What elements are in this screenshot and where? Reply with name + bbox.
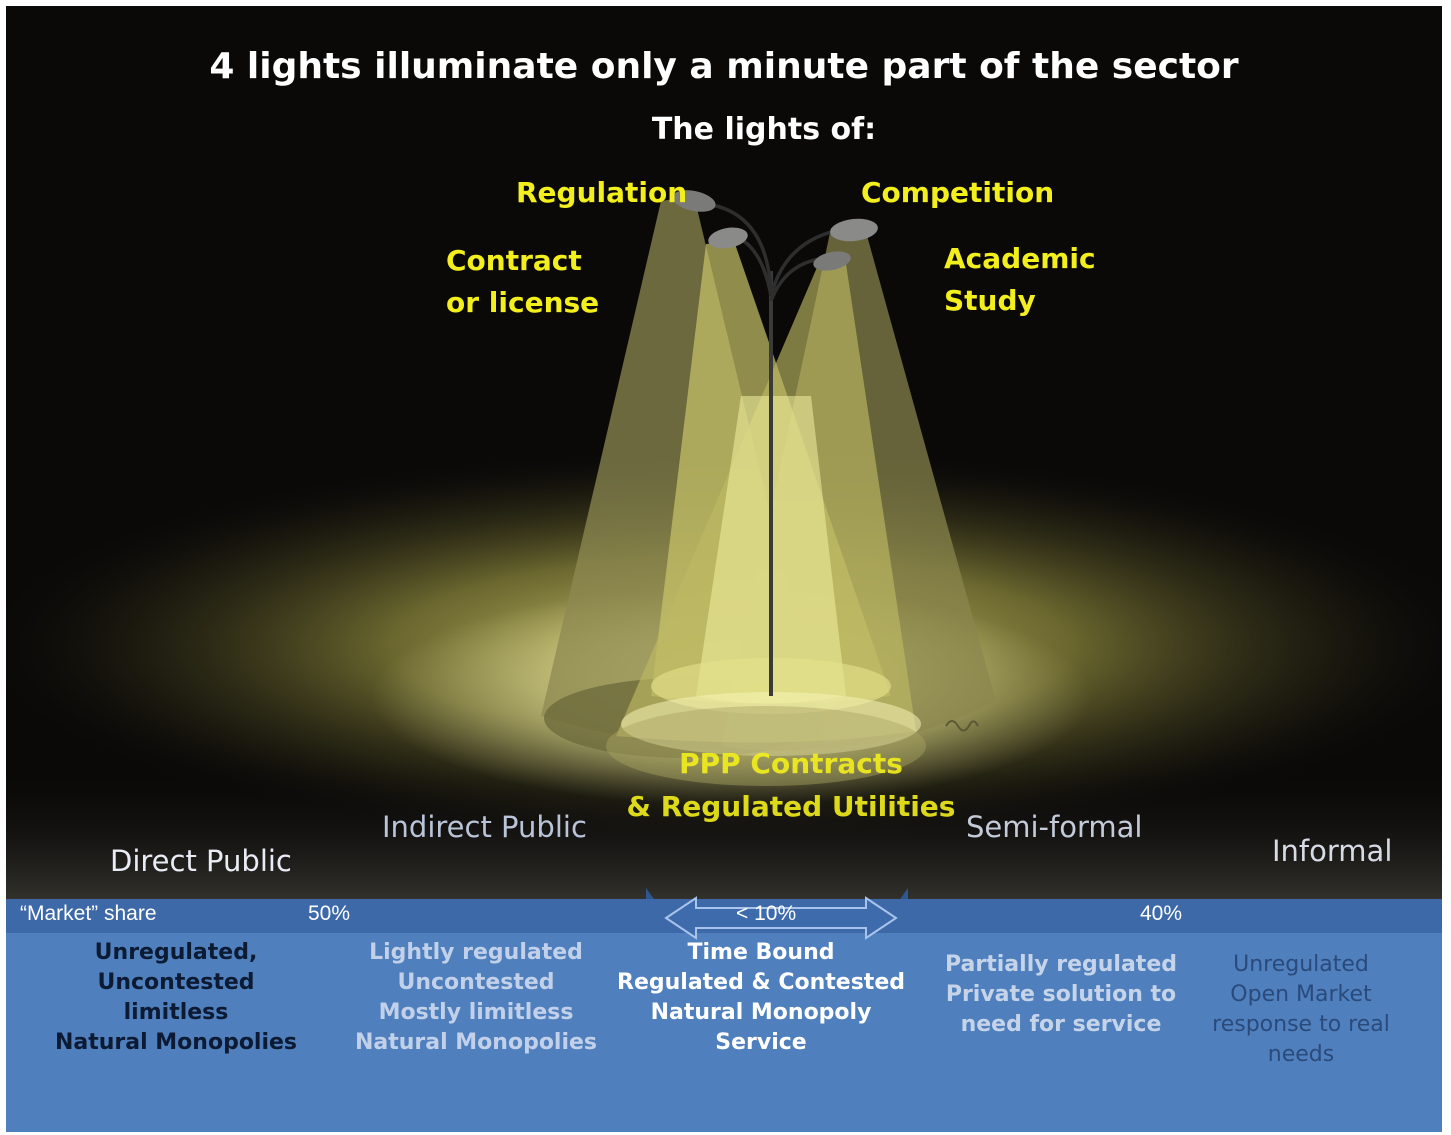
description-line: Private solution to [945, 982, 1177, 1007]
light-label-competition: Competition [861, 176, 1055, 209]
center-double-arrow [664, 896, 898, 940]
light-label-academic: Academic Study [944, 238, 1096, 322]
center-share-value: < 10% [736, 902, 797, 925]
description-line: Natural Monopolies [354, 1030, 598, 1055]
description-line: Regulated & Contested [617, 970, 905, 995]
description-direct-public: Unregulated, Uncontested limitless Natur… [46, 938, 306, 1058]
description-line: response to real [1212, 1012, 1390, 1037]
artist-signature [945, 720, 979, 732]
light-label-academic-line1: Academic [944, 242, 1096, 275]
description-indirect-public: Lightly regulated Uncontested Mostly lim… [346, 938, 606, 1058]
description-line: Partially regulated [945, 952, 1177, 977]
description-center: Time Bound Regulated & Contested Natural… [616, 938, 906, 1058]
description-line: Open Market [1230, 982, 1372, 1007]
segment-direct-public: Direct Public [110, 844, 292, 878]
subtitle: The lights of: [651, 112, 877, 147]
market-share-label: “Market” share [20, 902, 157, 925]
bright-light-pool [621, 692, 921, 756]
light-label-contract-line1: Contract [446, 244, 582, 277]
description-line: Mostly limitless [378, 1000, 574, 1025]
page-title: 4 lights illuminate only a minute part o… [209, 46, 1239, 87]
segment-semi-formal: Semi-formal [966, 810, 1143, 844]
ppp-label: PPP Contracts & Regulated Utilities [606, 742, 976, 828]
description-line: needs [1267, 1042, 1335, 1067]
lamp-head-academic [813, 251, 851, 271]
lower-light-pool [606, 706, 926, 786]
description-line: Unregulated, [94, 940, 258, 965]
lamp-head-competition [830, 218, 878, 242]
description-line: Natural Monopolies [54, 1030, 298, 1055]
description-line: Uncontested [97, 970, 255, 995]
description-line: Natural Monopoly [650, 1000, 872, 1025]
description-line: Lightly regulated [369, 940, 583, 965]
segment-informal: Informal [1272, 834, 1393, 868]
ppp-label-line2: & Regulated Utilities [626, 790, 956, 823]
description-line: Unregulated [1233, 952, 1369, 977]
light-label-contract: Contract or license [446, 240, 599, 324]
lamp-head-regulation [672, 190, 716, 212]
ground-fade [6, 766, 1442, 901]
public-share-value: 50% [308, 902, 351, 925]
diagram-canvas: 4 lights illuminate only a minute part o… [6, 6, 1442, 1132]
private-share-value: 40% [1140, 902, 1183, 925]
segment-indirect-public: Indirect Public [382, 810, 587, 844]
light-label-regulation: Regulation [516, 176, 688, 209]
lamp-head-contract [708, 227, 748, 249]
description-line: Service [715, 1030, 807, 1055]
ppp-label-line1: PPP Contracts [679, 747, 903, 780]
description-informal: Unregulated Open Market response to real… [1186, 950, 1416, 1070]
description-line: limitless [123, 1000, 229, 1025]
description-semi-formal: Partially regulated Private solution to … [926, 950, 1196, 1040]
light-label-contract-line2: or license [446, 286, 600, 319]
street-lamp-illustration [6, 190, 1442, 944]
description-line: need for service [960, 1012, 1162, 1037]
description-line: Time Bound [687, 940, 835, 965]
description-line: Uncontested [397, 970, 555, 995]
light-label-academic-line2: Study [944, 284, 1036, 317]
description-panel [6, 933, 1442, 1132]
